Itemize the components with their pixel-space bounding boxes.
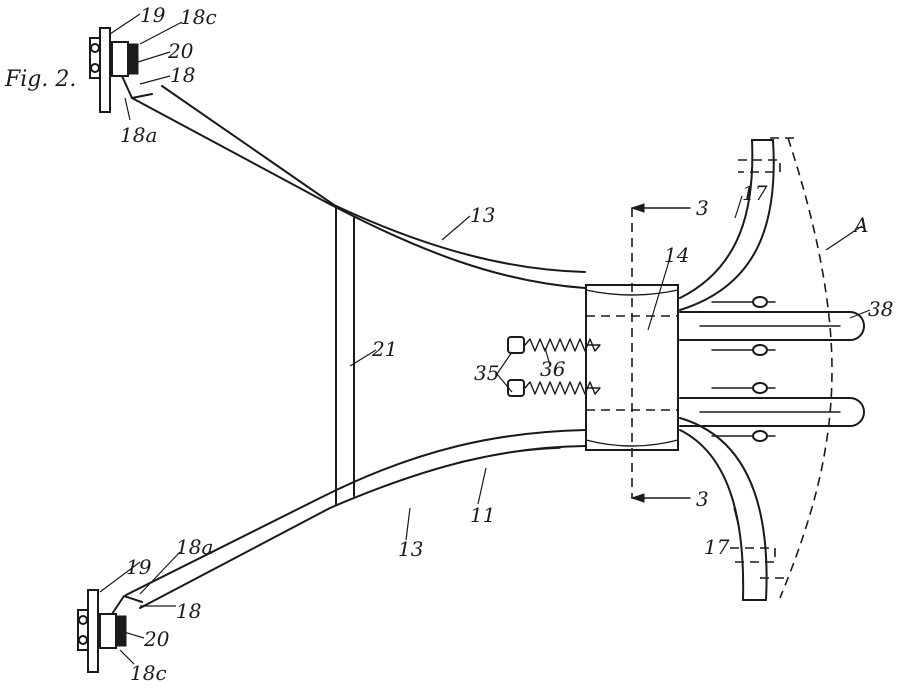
label-19-top: 19	[140, 3, 166, 27]
upper-frame-arm	[132, 86, 585, 288]
label-18-top: 18	[170, 63, 195, 87]
label-17-upper: 17	[742, 181, 768, 205]
label-14: 14	[664, 243, 689, 267]
dashed-outline-a	[730, 138, 832, 598]
lower-curved-arm	[680, 418, 767, 600]
cross-brace	[336, 206, 354, 505]
figure-label: Fig. 2.	[4, 67, 76, 92]
label-19-bot: 19	[126, 555, 152, 579]
lower-frame-arm	[126, 430, 585, 608]
label-18-bot: 18	[176, 599, 201, 623]
label-11: 11	[470, 503, 495, 527]
bolt-set	[712, 297, 775, 441]
label-18a-bot: 18a	[176, 535, 213, 559]
label-18c-bot: 18c	[130, 661, 167, 685]
label-17-lower: 17	[704, 535, 730, 559]
label-20-bot: 20	[143, 627, 170, 651]
label-3-lower: 3	[696, 487, 709, 511]
label-38: 38	[868, 297, 893, 321]
label-20-top: 20	[167, 39, 194, 63]
roller-rods	[680, 312, 864, 426]
label-13-lower: 13	[398, 537, 423, 561]
upper-curved-arm	[680, 140, 774, 310]
lower-caster-assembly	[78, 590, 142, 672]
upper-caster-assembly	[90, 28, 152, 112]
label-21: 21	[371, 337, 397, 361]
label-13-upper: 13	[470, 203, 495, 227]
label-18c-top: 18c	[180, 5, 217, 29]
label-35: 35	[474, 361, 499, 385]
label-36: 36	[540, 357, 566, 381]
label-a: A	[852, 213, 868, 237]
label-18a-top: 18a	[120, 123, 157, 147]
label-3-upper: 3	[696, 196, 709, 220]
